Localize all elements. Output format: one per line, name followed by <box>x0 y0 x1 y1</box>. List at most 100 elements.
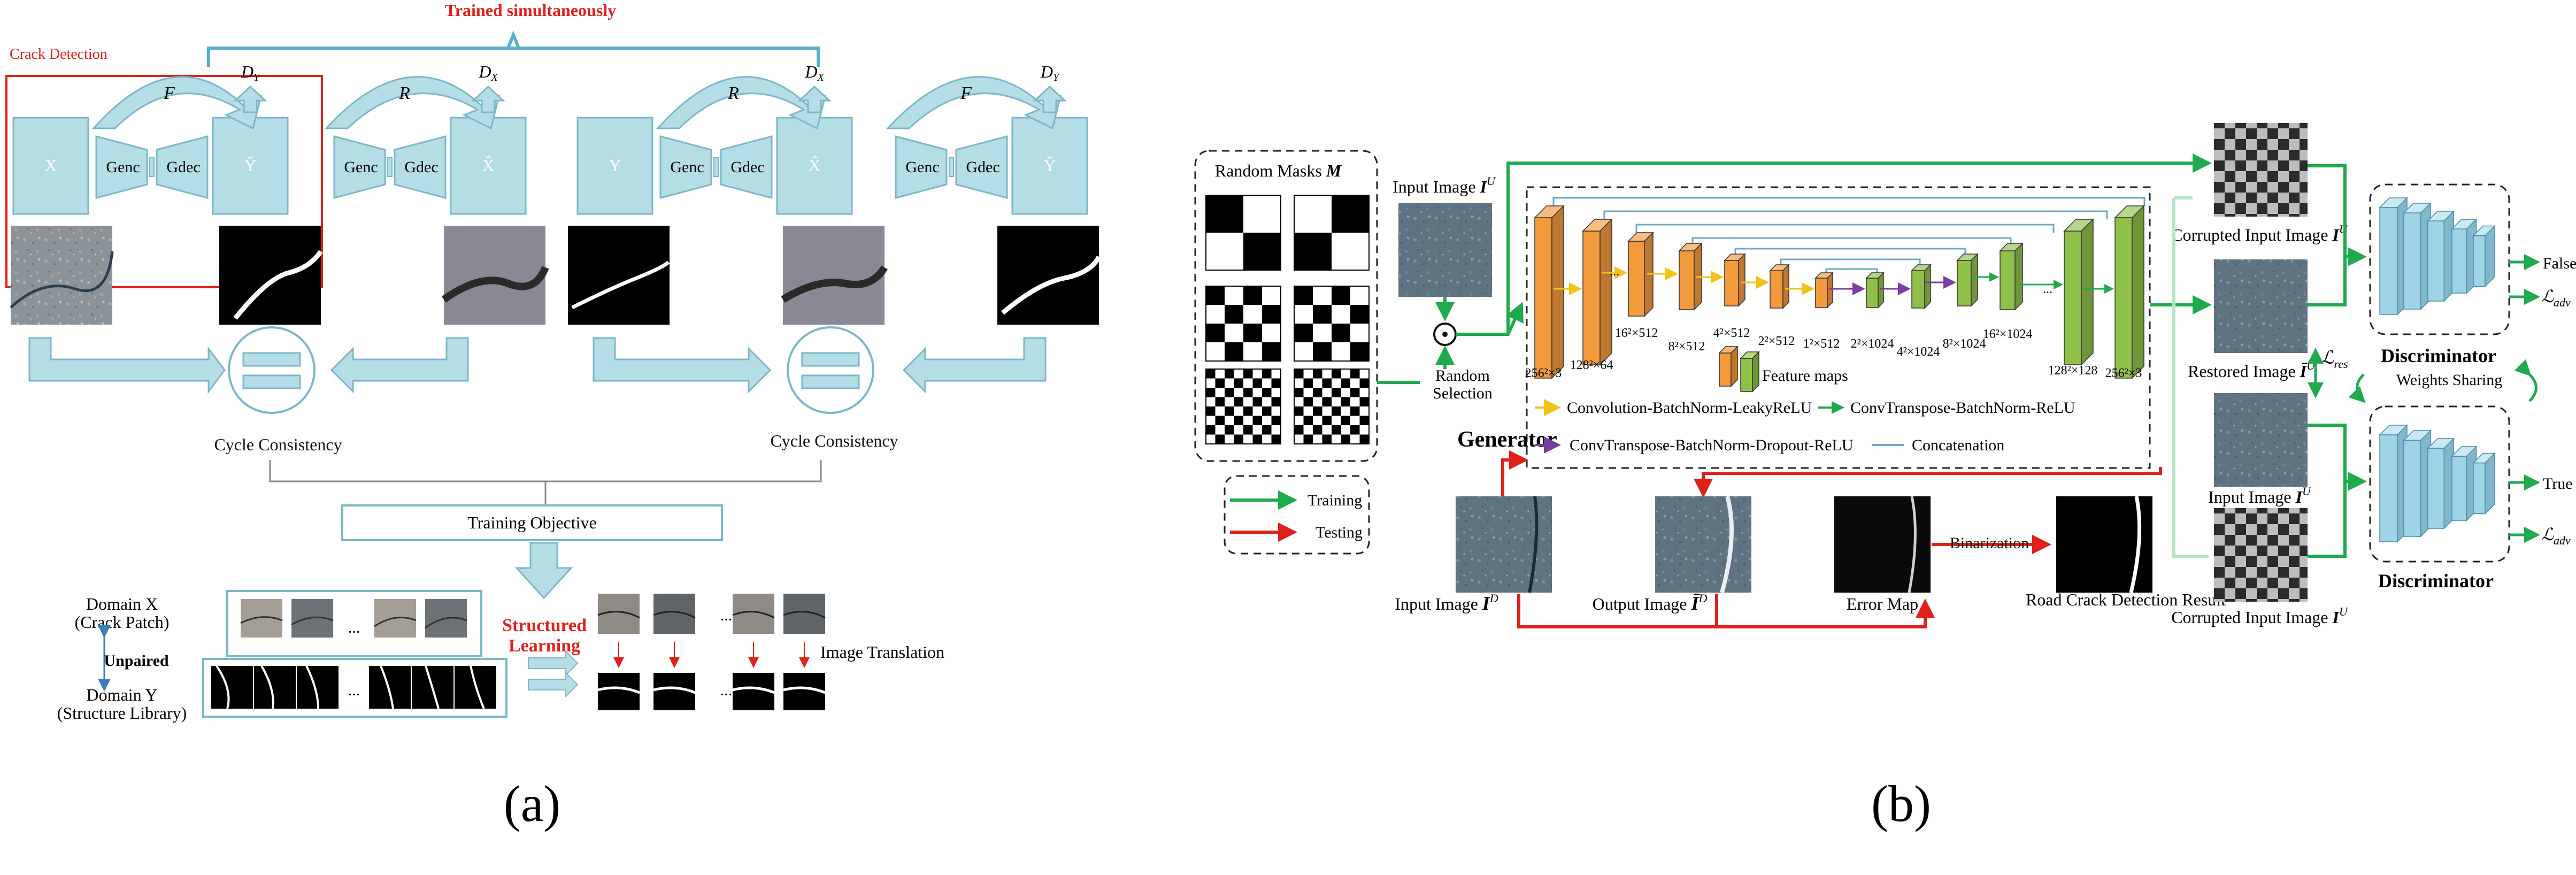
corrupted-input-top <box>2214 123 2308 217</box>
structure-y <box>568 226 670 325</box>
gdec-label: Gdec <box>166 158 200 176</box>
random-mask <box>1205 286 1281 362</box>
feature-map-size: 8²×512 <box>1668 340 1705 354</box>
disc-label: DY <box>241 62 260 83</box>
generator-box <box>1526 186 2151 469</box>
decoder-ellipsis: ... <box>2043 282 2052 296</box>
l-adv-top-label: ℒadv <box>2541 287 2571 309</box>
mapping-arrow <box>656 76 827 130</box>
disc-arrow <box>233 85 267 113</box>
panel-b: Random Masks M Training Testing Input Im… <box>1194 123 2576 832</box>
train-test-legend <box>1224 475 1370 555</box>
genc-block <box>895 135 948 199</box>
feature-map-block <box>1865 272 1885 309</box>
feature-map-block <box>1582 218 1613 366</box>
error-map-label: Error Map <box>1847 594 1918 613</box>
feature-map-block <box>2114 205 2145 379</box>
random-selection-label-2: Selection <box>1433 385 1493 402</box>
domain-y-thumb <box>211 666 253 709</box>
domain-y-label: Domain Y <box>86 685 157 704</box>
discriminator-layer <box>2472 452 2496 515</box>
corrupted-input-top-label: Corrupted Input Image IU <box>2171 222 2349 244</box>
gdec-block <box>156 135 209 199</box>
input-image-u-right <box>2214 393 2308 487</box>
crack-patch-x-hat-2 <box>783 226 885 325</box>
genc-block <box>95 135 148 199</box>
training-objective-box <box>341 504 723 541</box>
feature-map-size: 256²×3 <box>2105 366 2142 380</box>
disc-label: DX <box>804 62 824 83</box>
mapping-label: R <box>727 83 739 103</box>
domain-y-thumb <box>369 666 411 709</box>
input-image-u-right-label: Input Image IU <box>2208 485 2312 506</box>
unpaired-label: Unpaired <box>104 652 168 670</box>
disc-arrow <box>471 85 505 113</box>
output-image-d <box>1655 496 1751 593</box>
encoder-ellipsis: ... <box>1610 265 1619 279</box>
structure-y-hat <box>219 226 321 325</box>
crack-patch-x <box>11 226 112 325</box>
random-selection-label-1: Random <box>1435 367 1490 385</box>
feature-map-size: 2²×1024 <box>1851 337 1894 351</box>
legend-convt-label: ConvTranspose-BatchNorm-ReLU <box>1850 399 2075 417</box>
genc-block <box>333 135 386 199</box>
cycle-consistency-right: Cycle Consistency <box>593 326 1047 450</box>
output-block-label: Ŷ <box>1043 156 1056 175</box>
output-block-label: X̂ <box>482 156 494 175</box>
mapping-label: R <box>398 83 410 103</box>
structured-label: Structured <box>502 616 587 635</box>
mapping-label: F <box>163 83 175 103</box>
mapping-arrow <box>91 76 263 130</box>
feature-map-block <box>1999 242 2024 311</box>
feature-map-size: 8²×1024 <box>1943 337 1986 351</box>
input-image-u <box>1398 203 1492 297</box>
random-masks-box <box>1194 150 1378 462</box>
domain-x-ellipsis: ... <box>348 619 360 636</box>
crack-detection-box <box>5 75 323 288</box>
true-label: True <box>2543 475 2573 493</box>
skip-connections <box>1552 197 2146 273</box>
generator-label: Generator <box>1457 427 1557 452</box>
discriminator-bottom-box <box>2369 405 2510 563</box>
output-block-label: X̂ <box>808 156 820 175</box>
panel-b-label: (b) <box>1871 775 1931 832</box>
disc-label: DY <box>1040 62 1060 83</box>
discriminator-layer <box>2403 202 2432 310</box>
trained-simultaneously-label: Trained simultaneously <box>445 1 616 20</box>
feature-map-size: 128²×128 <box>2048 364 2098 378</box>
random-mask <box>1205 369 1281 444</box>
feature-map-block <box>2063 218 2094 366</box>
feature-map-block <box>1724 253 1746 307</box>
feature-maps-legend: Feature maps <box>1718 346 1848 393</box>
discriminator-layer <box>2379 424 2408 543</box>
feature-map-size: 16²×512 <box>1615 326 1658 340</box>
feature-map-block <box>1769 264 1790 309</box>
road-crack-result <box>2056 496 2152 593</box>
feature-map-size: 4²×1024 <box>1897 345 1940 359</box>
domain-block-label: Y <box>609 156 621 175</box>
gdec-block <box>720 135 773 199</box>
input-image-d-label: Input Image ID <box>1395 592 1498 614</box>
discriminator-top-label: Discriminator <box>2381 345 2496 366</box>
training-objective-label: Training Objective <box>467 513 596 532</box>
genc-label: Genc <box>344 158 378 176</box>
feature-map-size: 4²×512 <box>1713 326 1750 340</box>
discriminator-bottom-label: Discriminator <box>2378 570 2494 592</box>
training-legend-label: Training <box>1308 492 1362 509</box>
cycle-consistency-left: Cycle Consistency <box>28 326 469 454</box>
image-translation-label: Image Translation <box>820 642 944 662</box>
disc-arrow <box>797 85 832 113</box>
feature-map-size: 256²×3 <box>1525 366 1562 380</box>
restored-image <box>2214 259 2308 353</box>
feature-map-block <box>1956 253 1979 307</box>
output-block <box>450 117 527 215</box>
feature-map-size: 1²×512 <box>1803 337 1840 351</box>
domain-block <box>12 117 89 215</box>
structure-y-hat-2 <box>997 226 1099 325</box>
feature-map-block <box>1814 272 1834 309</box>
feature-maps-label: Feature maps <box>1762 367 1848 385</box>
feature-map-size: 16²×1024 <box>1983 327 2033 341</box>
